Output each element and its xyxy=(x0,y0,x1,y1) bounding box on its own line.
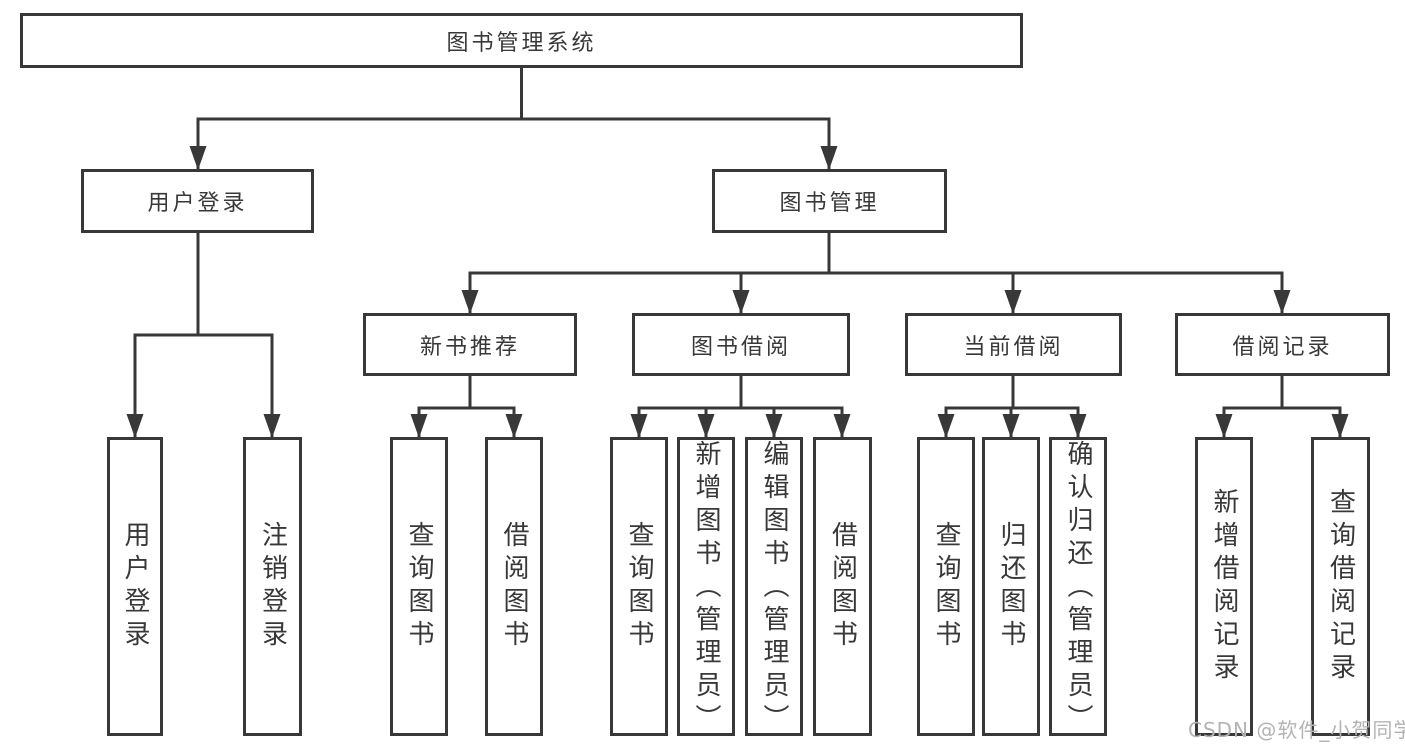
node-label: 注销登录 xyxy=(257,520,288,653)
node-newbook-query-books: 查询图书 xyxy=(390,437,448,736)
connector-current-borrow-children xyxy=(937,374,1087,438)
node-label: 新书推荐 xyxy=(419,334,520,360)
node-label: 用户登录 xyxy=(147,191,248,216)
node-label: 编辑图书（管理员） xyxy=(759,440,789,737)
node-logout-action: 注销登录 xyxy=(243,437,302,736)
connector-root-to-level2 xyxy=(189,66,838,170)
node-borrowing-records: 借阅记录 xyxy=(1175,313,1390,376)
node-label: 借阅图书 xyxy=(827,520,858,653)
node-label: 查询图书 xyxy=(404,520,434,653)
node-label: 当前借阅 xyxy=(963,334,1064,360)
node-current-query-books: 查询图书 xyxy=(917,437,975,736)
node-label: 新增图书（管理员） xyxy=(691,440,721,737)
connector-new-book-children xyxy=(410,374,523,438)
node-label: 新增借阅记录 xyxy=(1209,487,1239,686)
node-label: 借阅图书 xyxy=(499,520,529,653)
node-borrowing-borrow-books: 借阅图书 xyxy=(813,437,872,736)
node-new-book-recommend: 新书推荐 xyxy=(363,313,577,376)
node-label: 查询借阅记录 xyxy=(1325,487,1356,686)
node-borrowing-edit-books-admin: 编辑图书（管理员） xyxy=(745,437,803,737)
node-borrowing-add-books-admin: 新增图书（管理员） xyxy=(677,437,735,737)
node-label: 查询图书 xyxy=(931,520,961,653)
node-book-borrowing: 图书借阅 xyxy=(632,313,850,376)
connector-book-borrow-children xyxy=(630,374,851,438)
node-current-return-books: 归还图书 xyxy=(982,437,1040,736)
node-library-management-system: 图书管理系统 xyxy=(20,13,1023,68)
connector-user-login-children xyxy=(126,231,281,438)
node-label: 图书管理系统 xyxy=(446,30,597,56)
connector-borrow-record-children xyxy=(1215,374,1349,438)
connector-book-management-children xyxy=(461,231,1291,314)
node-current-confirm-return-admin: 确认归还（管理员） xyxy=(1049,437,1107,737)
node-label: 图书管理 xyxy=(779,191,880,216)
node-book-management: 图书管理 xyxy=(712,169,947,233)
node-user-login: 用户登录 xyxy=(81,169,314,233)
node-records-query-borrow-record: 查询借阅记录 xyxy=(1311,437,1370,736)
node-records-add-borrow-record: 新增借阅记录 xyxy=(1195,437,1253,736)
node-label: 归还图书 xyxy=(996,520,1026,653)
csdn-watermark: CSDN @软件_小贺同学 xyxy=(1188,718,1405,742)
node-current-borrowing: 当前借阅 xyxy=(905,313,1122,376)
node-label: 用户登录 xyxy=(120,520,150,653)
node-label: 借阅记录 xyxy=(1232,334,1333,360)
node-label: 确认归还（管理员） xyxy=(1063,440,1093,737)
node-label: 图书借阅 xyxy=(690,334,791,360)
node-user-login-action: 用户登录 xyxy=(107,437,163,736)
node-label: 查询图书 xyxy=(624,520,654,653)
node-newbook-borrow-books: 借阅图书 xyxy=(485,437,543,736)
node-borrowing-query-books: 查询图书 xyxy=(610,437,668,736)
